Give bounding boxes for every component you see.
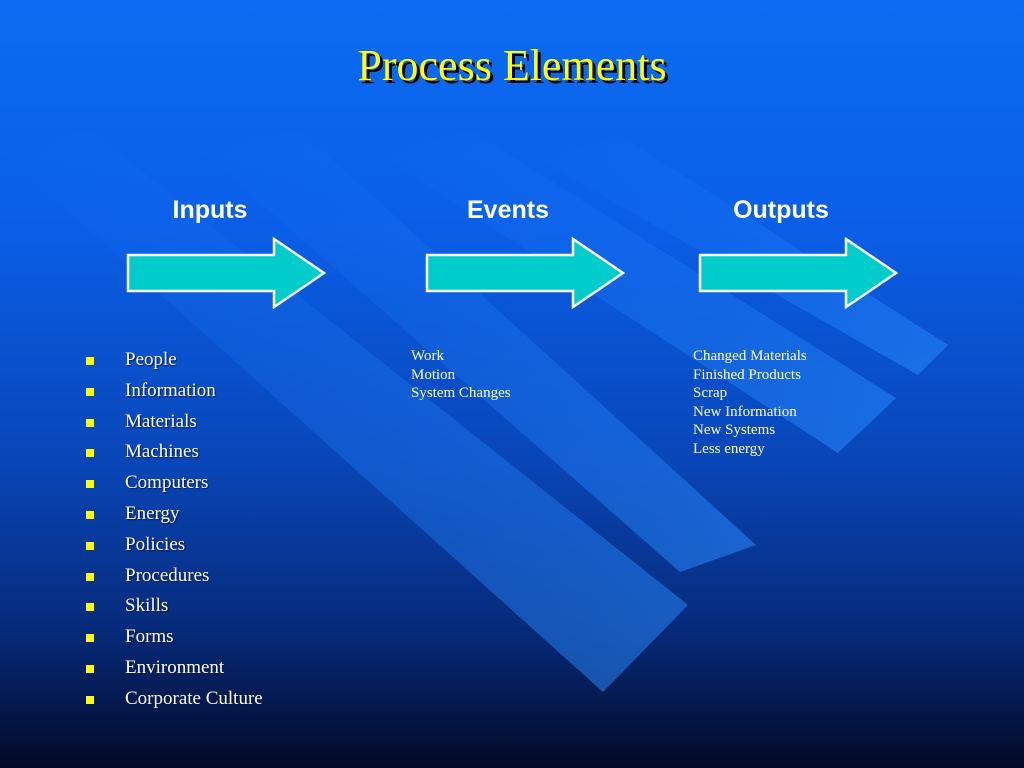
list-item: Work: [411, 348, 444, 364]
stripe-2: [200, 130, 756, 572]
list-item: Procedures: [86, 562, 263, 593]
slide-title: Process Elements: [357, 41, 667, 90]
list-item: Policies: [86, 531, 263, 562]
list-item: Motion: [411, 366, 456, 383]
bullet-square-icon: [86, 449, 94, 458]
bullet-square-icon: [86, 634, 94, 643]
list-item-label: Environment: [125, 656, 225, 678]
list-item-label: Machines: [125, 441, 199, 463]
list-item: Scrap: [693, 385, 728, 401]
bullet-square-icon: [86, 418, 94, 427]
list-item: Less energy: [693, 440, 765, 457]
bullet-square-icon: [86, 572, 94, 581]
list-item-label: Information: [125, 379, 216, 401]
events-arrow-icon: [425, 237, 626, 309]
bullet-square-icon: [86, 387, 94, 396]
bullet-square-icon: [86, 510, 94, 519]
outputs-arrow-icon: [698, 237, 899, 309]
stripe-3: [380, 130, 896, 453]
list-item: Changed Materials: [693, 348, 807, 364]
list-item: New Information: [693, 403, 797, 420]
column-heading-events: Events: [467, 196, 549, 224]
list-item-label: Computers: [125, 472, 209, 494]
list-item-label: People: [125, 349, 177, 370]
list-item: Information: [86, 377, 263, 408]
column-heading-inputs: Inputs: [172, 196, 248, 224]
list-item: Materials: [86, 408, 263, 439]
list-item-label: Policies: [125, 533, 186, 555]
list-item: Forms: [86, 623, 263, 654]
list-item: People: [86, 346, 263, 377]
list-item-label: Forms: [125, 626, 174, 648]
list-item: Machines: [86, 438, 263, 469]
outputs-list: Changed Materials Finished Products Scra…: [693, 347, 807, 458]
list-item: New Systems: [693, 422, 776, 438]
list-item: Computers: [86, 469, 263, 500]
list-item-label: Procedures: [125, 564, 210, 586]
list-item: System Changes: [411, 385, 511, 401]
bullet-square-icon: [86, 541, 94, 550]
list-item: Environment: [86, 654, 263, 685]
list-item-label: Skills: [125, 595, 169, 617]
bullet-square-icon: [86, 603, 94, 612]
column-heading-outputs: Outputs: [733, 196, 829, 224]
bullet-square-icon: [86, 357, 94, 365]
list-item: Corporate Culture: [86, 685, 263, 716]
list-item: Skills: [86, 592, 263, 623]
bullet-square-icon: [86, 480, 94, 489]
inputs-list: People Information Materials Machines Co…: [86, 346, 263, 716]
list-item-label: Materials: [125, 410, 197, 432]
events-list: Work Motion System Changes: [411, 347, 511, 403]
list-item: Finished Products: [693, 366, 801, 383]
list-item-label: Corporate Culture: [125, 687, 263, 709]
list-item: Energy: [86, 500, 263, 531]
list-item-label: Energy: [125, 502, 180, 524]
inputs-arrow-icon: [126, 237, 327, 309]
bullet-square-icon: [86, 695, 94, 704]
bullet-square-icon: [86, 664, 94, 673]
